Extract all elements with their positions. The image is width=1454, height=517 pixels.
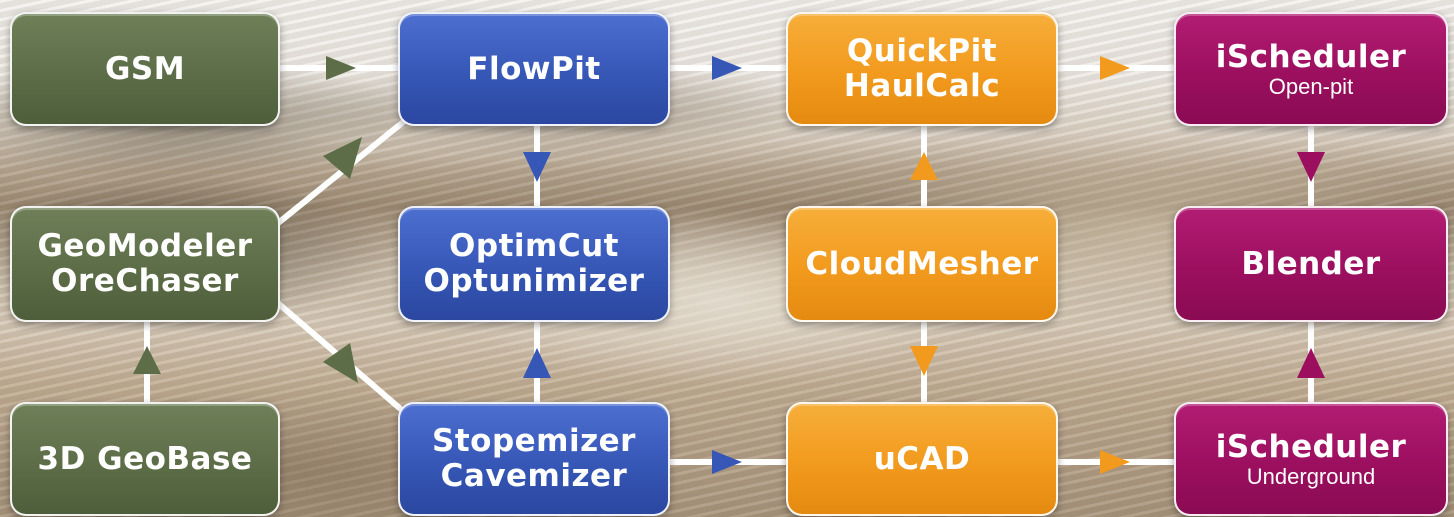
arrow-up-icon xyxy=(1297,348,1325,378)
node-blender[interactable]: Blender xyxy=(1174,206,1448,322)
node-3d-geobase-title: 3D GeoBase xyxy=(37,440,253,477)
node-stopemizer[interactable]: Stopemizer Cavemizer xyxy=(398,402,670,516)
arrow-down-right-icon xyxy=(323,343,358,383)
node-flowpit-title: FlowPit xyxy=(467,50,601,87)
arrow-down-icon xyxy=(910,346,938,376)
node-cloudmesher[interactable]: CloudMesher xyxy=(786,206,1058,322)
node-gsm-title: GSM xyxy=(104,50,186,87)
node-orechaser-title: OreChaser xyxy=(51,263,239,299)
node-cavemizer-title: Cavemizer xyxy=(440,458,628,494)
node-gsm[interactable]: GSM xyxy=(10,12,280,126)
node-flowpit[interactable]: FlowPit xyxy=(398,12,670,126)
node-quickpit[interactable]: QuickPit HaulCalc xyxy=(786,12,1058,126)
node-ischeduler-underground-subtitle: Underground xyxy=(1246,463,1376,489)
node-ucad[interactable]: uCAD xyxy=(786,402,1058,516)
arrow-down-icon xyxy=(523,152,551,182)
node-geomodeler-title: GeoModeler xyxy=(37,228,253,264)
node-geomodeler[interactable]: GeoModeler OreChaser xyxy=(10,206,280,322)
node-optimcut[interactable]: OptimCut Optunimizer xyxy=(398,206,670,322)
arrowheads xyxy=(133,56,1325,474)
arrow-right-icon xyxy=(712,56,742,80)
arrow-right-icon xyxy=(326,56,356,80)
arrow-up-icon xyxy=(910,152,938,180)
node-optunimizer-title: Optunimizer xyxy=(423,263,645,299)
arrow-right-icon xyxy=(712,450,742,474)
node-haulcalc-title: HaulCalc xyxy=(843,68,1001,104)
node-optimcut-title: OptimCut xyxy=(449,228,619,264)
node-stopemizer-title: Stopemizer xyxy=(432,423,636,459)
arrow-up-right-icon xyxy=(323,137,362,179)
node-ischeduler-openpit-title: iScheduler xyxy=(1215,38,1407,75)
node-blender-title: Blender xyxy=(1241,245,1381,282)
arrow-up-icon xyxy=(523,348,551,378)
node-ischeduler-openpit[interactable]: iScheduler Open-pit xyxy=(1174,12,1448,126)
node-ischeduler-underground[interactable]: iScheduler Underground xyxy=(1174,402,1448,516)
node-ucad-title: uCAD xyxy=(873,440,971,477)
arrow-up-icon xyxy=(133,346,161,374)
arrow-right-icon xyxy=(1100,450,1130,474)
node-quickpit-title: QuickPit xyxy=(846,33,998,69)
node-ischeduler-underground-title: iScheduler xyxy=(1215,428,1407,465)
node-ischeduler-openpit-subtitle: Open-pit xyxy=(1268,73,1354,99)
node-3d-geobase[interactable]: 3D GeoBase xyxy=(10,402,280,516)
arrow-right-icon xyxy=(1100,56,1130,80)
node-cloudmesher-title: CloudMesher xyxy=(805,245,1039,282)
arrow-down-icon xyxy=(1297,152,1325,182)
